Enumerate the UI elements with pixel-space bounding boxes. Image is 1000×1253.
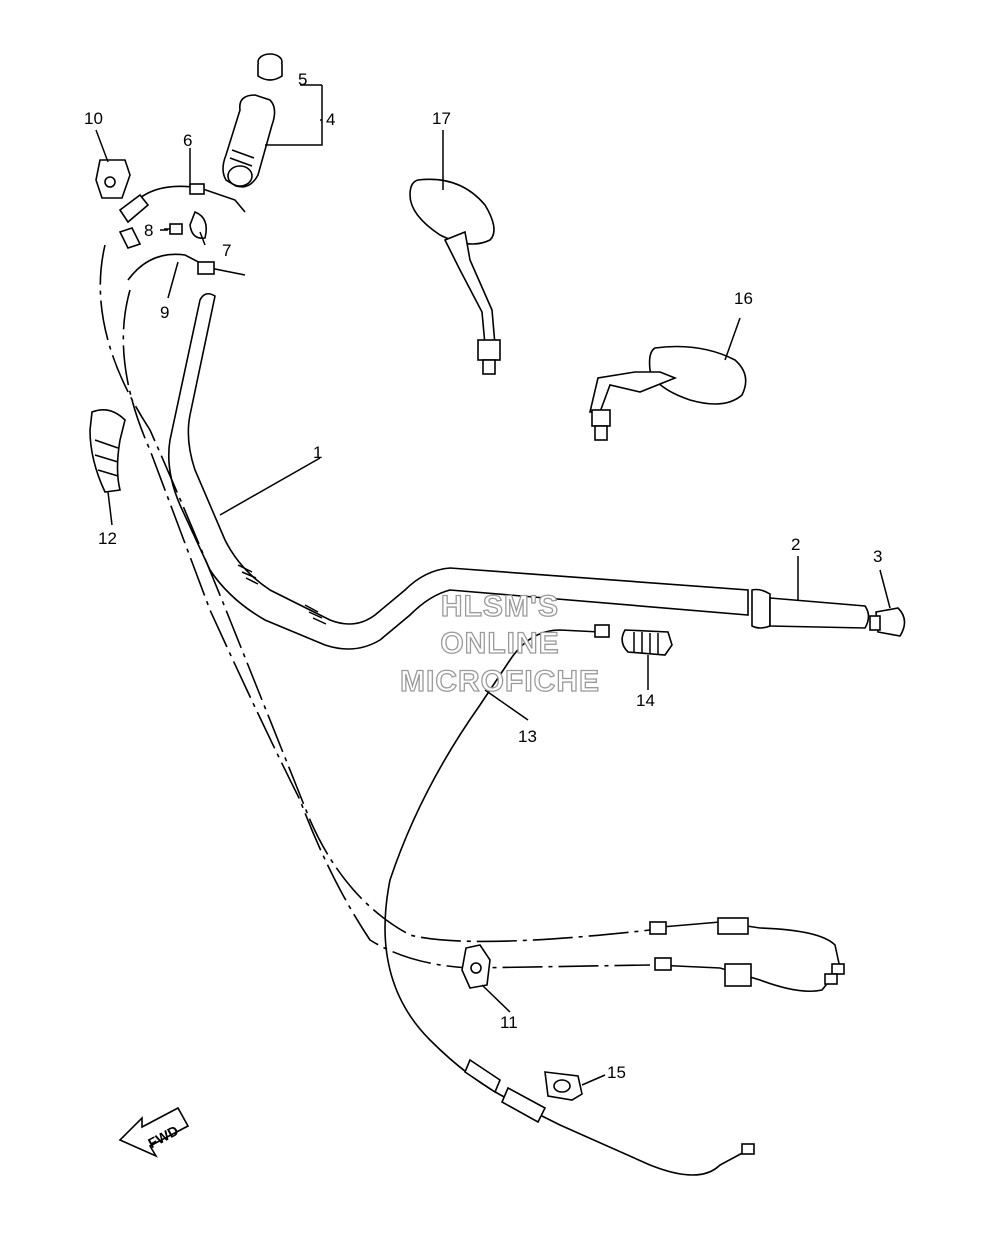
watermark-line-1: HLSM'S [441, 590, 559, 623]
callout-8[interactable]: 8 [144, 221, 153, 240]
callout-4[interactable]: 4 [326, 110, 335, 129]
callout-17[interactable]: 17 [432, 109, 451, 128]
callout-7[interactable]: 7 [222, 241, 231, 260]
choke-plunger[interactable] [621, 629, 673, 656]
cable-guide-10[interactable] [95, 159, 131, 199]
cable-clamp-15[interactable] [544, 1071, 583, 1101]
cable-clamp-11[interactable] [461, 944, 491, 989]
callout-14[interactable]: 14 [636, 691, 655, 710]
callout-6[interactable]: 6 [183, 131, 192, 150]
throttle-cable-upper[interactable] [118, 183, 246, 224]
grip-end-weight[interactable] [869, 607, 906, 637]
leader-lines [95, 84, 891, 1086]
callout-5[interactable]: 5 [298, 70, 307, 89]
choke-cable[interactable] [384, 624, 755, 1176]
callout-11[interactable]: 11 [500, 1013, 518, 1032]
callout-16[interactable]: 16 [734, 289, 753, 308]
callout-3[interactable]: 3 [873, 547, 882, 566]
handlebar-grip[interactable] [751, 588, 870, 629]
callout-labels: 1 2 3 4 5 6 7 8 9 10 11 12 13 14 15 16 1… [84, 70, 882, 1082]
mirror-right[interactable] [588, 345, 747, 441]
callout-15[interactable]: 15 [607, 1063, 626, 1082]
watermark-line-2: ONLINE [440, 627, 559, 660]
throttle-cable-lower[interactable] [118, 227, 246, 281]
callout-9[interactable]: 9 [160, 303, 169, 322]
mirror-left[interactable] [409, 178, 501, 375]
watermark-line-3: MICROFICHE [400, 665, 600, 698]
callout-12[interactable]: 12 [98, 529, 117, 548]
washer-7[interactable] [189, 210, 208, 240]
callout-13[interactable]: 13 [518, 727, 537, 746]
callout-2[interactable]: 2 [791, 535, 800, 554]
callout-1[interactable]: 1 [313, 443, 322, 462]
callout-10[interactable]: 10 [84, 109, 103, 128]
watermark: HLSM'S ONLINE MICROFICHE [399, 589, 600, 698]
throttle-cable-ends[interactable] [649, 917, 845, 993]
screw-8[interactable] [164, 223, 183, 235]
cable-clamp-12[interactable] [89, 409, 126, 493]
throttle-cable-routing [99, 244, 651, 969]
grip-collar[interactable] [257, 53, 283, 81]
handlebar[interactable] [167, 292, 749, 650]
throttle-grip[interactable] [222, 94, 276, 188]
fwd-arrow-icon: FWD [118, 1106, 190, 1158]
